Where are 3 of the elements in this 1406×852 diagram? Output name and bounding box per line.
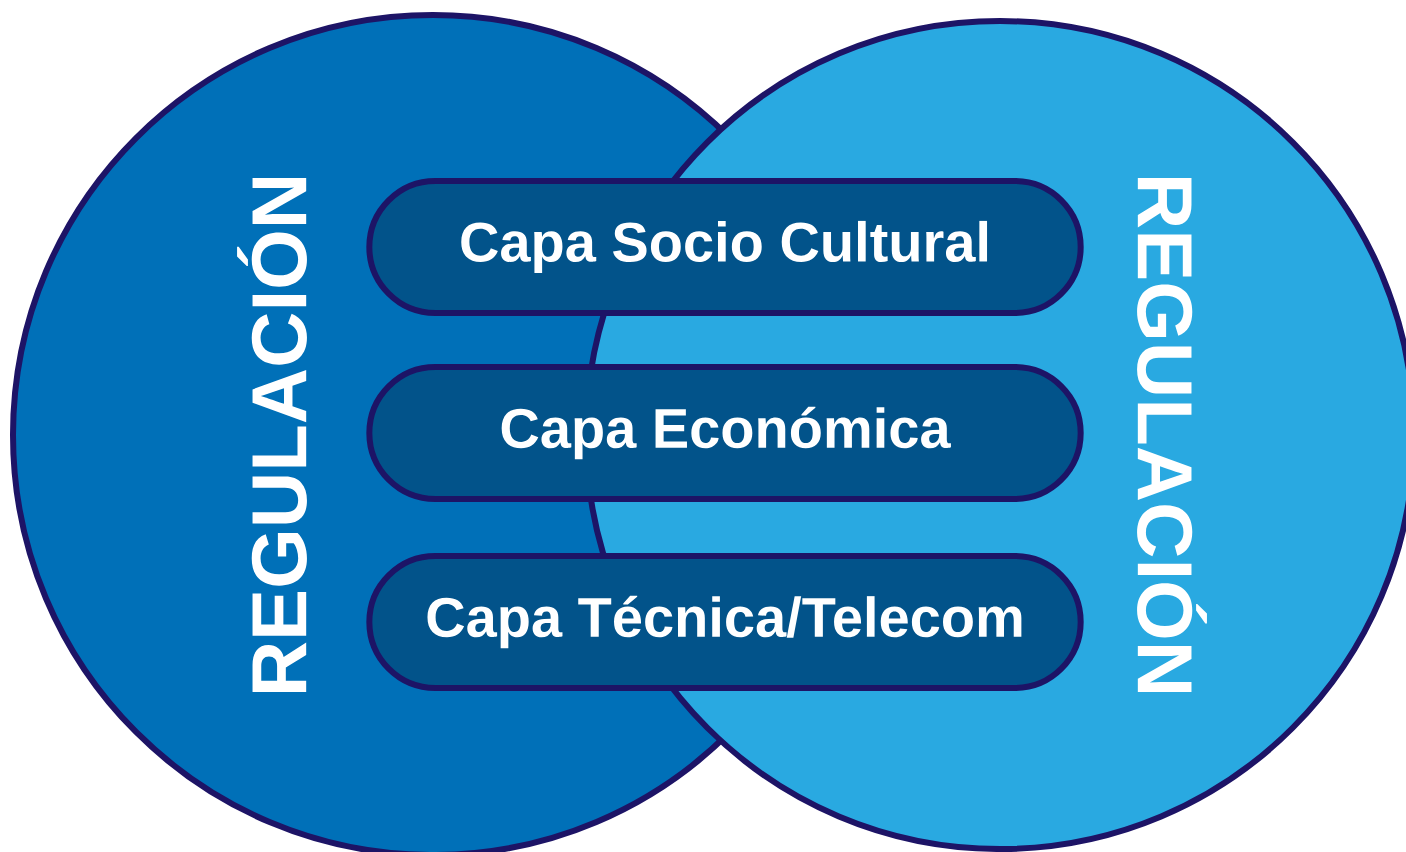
layer-pill: Capa Técnica/Telecom bbox=[366, 553, 1084, 691]
layer-pill: Capa Económica bbox=[366, 364, 1084, 502]
layer-pill: Capa Socio Cultural bbox=[366, 178, 1084, 316]
